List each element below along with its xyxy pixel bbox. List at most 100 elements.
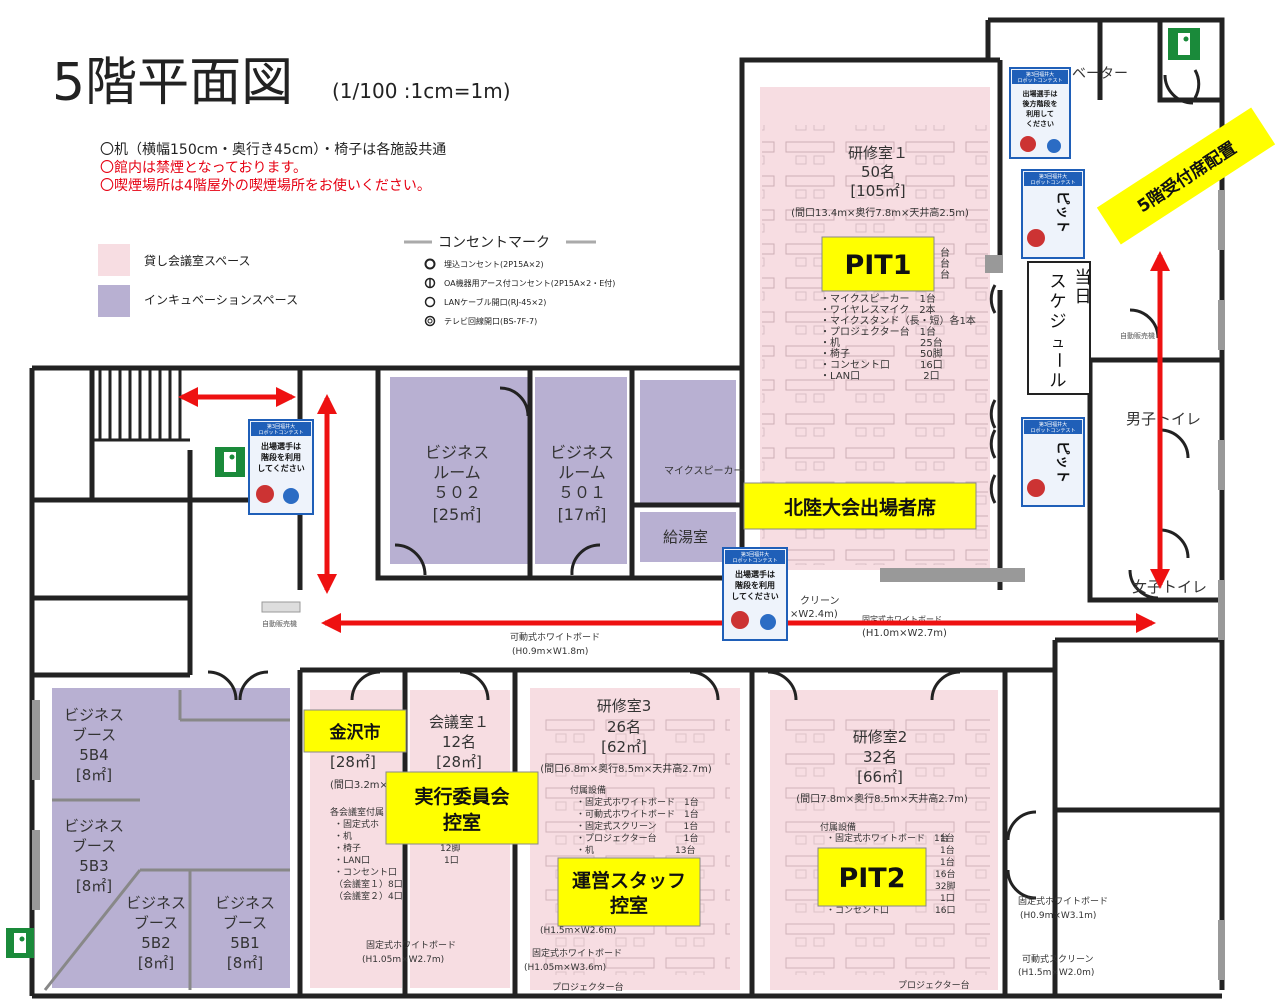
poster-header: ロボットコンテスト bbox=[258, 429, 303, 436]
oa-outlet-icon bbox=[424, 277, 436, 289]
screen-right-dims: (H1.5m×W2.0m) bbox=[1018, 968, 1094, 978]
room-502: ビジネス ルーム ５０２ [25㎡] bbox=[425, 443, 489, 524]
room-502-floor bbox=[390, 377, 528, 564]
callout-text: 控室 bbox=[610, 894, 648, 917]
kenshu2-equipment: 付属設備 ・固定式ホワイトボード 1台 1台 1台 1台 16台 32脚 1口 … bbox=[820, 821, 955, 916]
female-toilet-label: 女子トイレ bbox=[1132, 578, 1207, 596]
note-smoking: 〇館内は禁煙となっております。 bbox=[100, 159, 307, 176]
equip-item: ・コンセント口 16口 bbox=[820, 359, 943, 371]
robot-icon bbox=[256, 485, 274, 503]
vending-machine-left-label: 自動販売機 bbox=[262, 619, 297, 628]
room-kaigi2-area: [28㎡] bbox=[330, 753, 376, 771]
room-area: [17㎡] bbox=[558, 505, 607, 524]
poster-header: ロボットコンテスト bbox=[732, 557, 777, 564]
robot-icon bbox=[1020, 136, 1036, 152]
booth-area: [8㎡] bbox=[76, 877, 112, 895]
equip-item: ・固定式スクリーン 1台 bbox=[576, 820, 698, 832]
mic-speaker-room: マイクスピーカー bbox=[664, 465, 744, 477]
equip-item: ・固定式ホワイトボード 1台 bbox=[576, 796, 699, 808]
room-area: [105㎡] bbox=[850, 182, 905, 200]
lan-outlet-icon bbox=[424, 296, 436, 308]
windows bbox=[32, 190, 1225, 980]
poster-text: 利用して bbox=[1026, 109, 1054, 118]
equip-item: ・コンセント口 bbox=[334, 867, 397, 878]
outlet-legend-item: テレビ回線開口(BS-7F-7) bbox=[444, 316, 537, 326]
room-area: [66㎡] bbox=[857, 768, 903, 786]
elevator-label: ベーター bbox=[1072, 66, 1128, 82]
room-kenshu2-furniture bbox=[780, 715, 990, 975]
booth-label-line: ブース bbox=[72, 837, 116, 855]
equip-item: 台 bbox=[940, 257, 950, 270]
projector-k2-label: プロジェクター台 bbox=[898, 979, 970, 991]
wb-movable-center-dims: (H0.9m×W1.8m) bbox=[512, 647, 588, 657]
legend-swatch-rental bbox=[98, 244, 130, 276]
callout-pit1: PIT1 bbox=[821, 236, 935, 292]
wb-fixed-k1-dims: (H1.05m×W2.7m) bbox=[362, 955, 444, 965]
callout-text: PIT1 bbox=[844, 250, 911, 281]
booth-area: [8㎡] bbox=[76, 766, 112, 784]
equip-item: ・机 bbox=[334, 830, 352, 842]
equip-item: ・椅子 50脚 bbox=[820, 347, 943, 360]
equip-item: ・コンセント口 bbox=[826, 905, 889, 916]
note-desk: 〇机（横幅150cm・奥行き45cm）・椅子は各施設共通 bbox=[100, 141, 446, 158]
room-label-line: ビジネス bbox=[550, 443, 614, 462]
booth-number: 5B2 bbox=[141, 934, 170, 952]
booth-partitions bbox=[43, 690, 290, 991]
equip-item: ・ワイヤレスマイク 2本 bbox=[820, 303, 936, 316]
equip-count: 1台 bbox=[940, 856, 955, 868]
poster-text: ください bbox=[1026, 119, 1054, 128]
equip-item: ・椅子 bbox=[334, 842, 361, 854]
robot-icon bbox=[1047, 139, 1061, 153]
outlet-legend-item: LANケーブル開口(RJ-45×2) bbox=[444, 297, 546, 307]
booth-5b4: ビジネス ブース 5B4 [8㎡] bbox=[64, 706, 124, 784]
screen-k3-dims: (H1.5m×W2.6m) bbox=[540, 926, 616, 936]
mic-room-floor bbox=[640, 380, 736, 504]
room-501-floor bbox=[535, 377, 627, 564]
room-capacity: 32名 bbox=[863, 748, 897, 766]
outlet-legend-title: コンセントマーク bbox=[438, 235, 550, 251]
vending-machine-left bbox=[261, 601, 301, 613]
poster-stairs-left: 第3回福井大 ロボットコンテスト 出場選手は 階段を利用 してください bbox=[248, 419, 314, 515]
booth-label-line: ブース bbox=[223, 914, 267, 932]
room-name: 研修室2 bbox=[853, 728, 908, 746]
wb-fixed-k3-dims: (H1.05m×W3.6m) bbox=[524, 963, 606, 973]
embedded-outlet-icon bbox=[424, 258, 436, 270]
walls bbox=[29, 17, 1225, 999]
equip-item: ・プロジェクター台 1台 bbox=[576, 832, 698, 844]
room-area: [25㎡] bbox=[433, 505, 482, 524]
callout-text: 北陸大会出場者席 bbox=[784, 496, 936, 519]
callout-staff: 運営スタッフ 控室 bbox=[557, 857, 701, 927]
booth-label-line: ビジネス bbox=[215, 894, 275, 912]
equip-item: ・マイクスピーカー 1台 bbox=[820, 292, 936, 305]
room-name: 研修室１ bbox=[848, 144, 908, 162]
poster-text: 階段を利用 bbox=[261, 452, 301, 462]
outlet-legend: 埋込コンセント(2P15A×2) OA機器用アース付コンセント(2P15A×2・… bbox=[424, 258, 615, 327]
room-kenshu3-furniture bbox=[540, 715, 730, 975]
poster-header: 第3回福井大 bbox=[1026, 71, 1054, 78]
poster-header: 第3回福井大 bbox=[267, 423, 295, 430]
poster-header: ロボットコンテスト bbox=[1017, 77, 1062, 84]
poster-text: ピット bbox=[1054, 191, 1070, 233]
equip-count: 16口 bbox=[935, 906, 955, 916]
poster-text: 階段を利用 bbox=[735, 580, 775, 590]
robot-icon bbox=[760, 614, 776, 630]
poster-header: ロボットコンテスト bbox=[1030, 179, 1075, 186]
equip-item: ・固定式ホ bbox=[334, 818, 379, 830]
schedule-char: ュ bbox=[1051, 335, 1065, 351]
screen-dims: ×W2.4m) bbox=[790, 609, 838, 620]
callout-pit2: PIT2 bbox=[817, 847, 927, 907]
equip-item: （会議室１）8口 bbox=[334, 878, 403, 890]
equip-item: 台 bbox=[940, 246, 950, 259]
schedule-char: ー bbox=[1048, 352, 1068, 369]
equip-item: ・LAN口 2口 bbox=[820, 371, 940, 382]
outlet-legend-item: OA機器用アース付コンセント(2P15A×2・E付) bbox=[444, 278, 615, 288]
room-capacity: 12名 bbox=[442, 733, 476, 751]
booth-number: 5B1 bbox=[230, 934, 259, 952]
robot-icon bbox=[283, 488, 299, 504]
booth-5b3: ビジネス ブース 5B3 [8㎡] bbox=[64, 817, 124, 895]
poster-pit-bottom: 第3回福井大 ロボットコンテスト ピット bbox=[1021, 417, 1085, 507]
robot-icon bbox=[731, 611, 749, 629]
exit-sign-icon bbox=[1168, 28, 1200, 60]
booth-label-line: ビジネス bbox=[64, 817, 124, 835]
callout-kanazawa: 金沢市 bbox=[303, 709, 407, 753]
